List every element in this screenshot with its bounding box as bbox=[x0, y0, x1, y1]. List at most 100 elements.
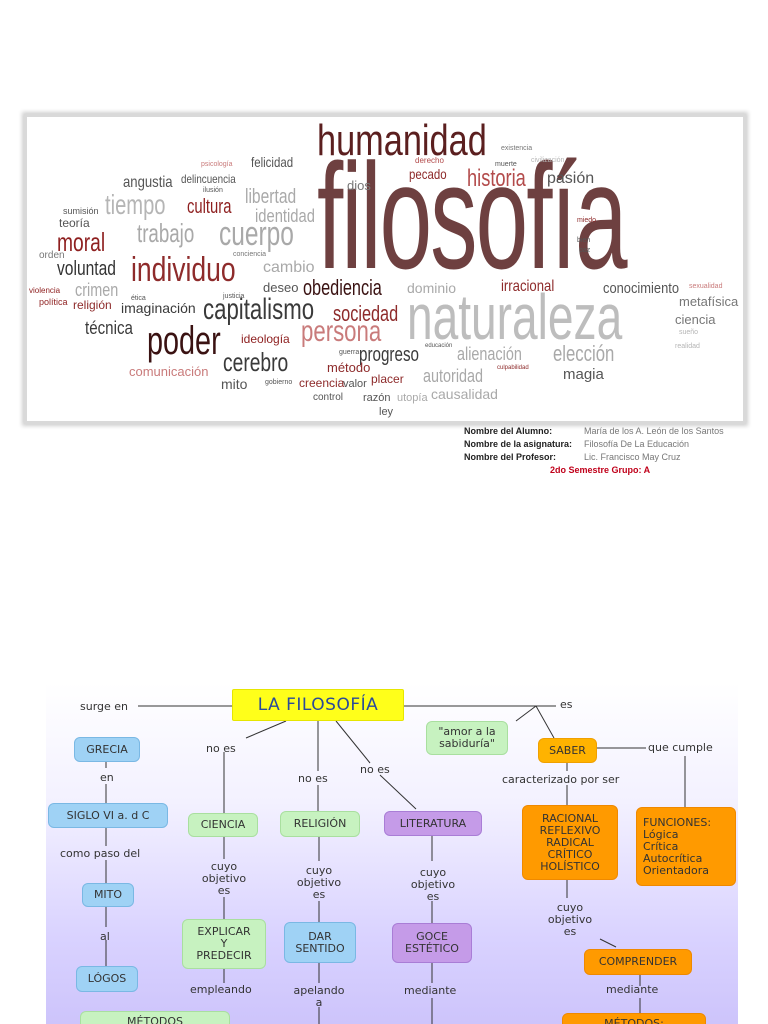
cloud-word: humanidad bbox=[317, 116, 487, 165]
node-grecia: GRECIA bbox=[74, 737, 140, 762]
label-es: es bbox=[560, 698, 573, 711]
cloud-word: metafísica bbox=[679, 294, 739, 309]
cloud-word: cuerpo bbox=[219, 215, 294, 253]
label-surge-en: surge en bbox=[80, 700, 129, 713]
cloud-word: utopía bbox=[397, 392, 428, 404]
cloud-word: cultura bbox=[187, 196, 232, 218]
cloud-word: progreso bbox=[359, 344, 419, 366]
node-mito: MITO bbox=[82, 883, 134, 907]
cloud-word: delincuencia bbox=[181, 172, 236, 186]
connector-lines bbox=[105, 705, 686, 1024]
cloud-word: angustia bbox=[123, 174, 173, 191]
student-label: Nombre del Alumno: bbox=[464, 426, 553, 436]
word-cloud-image: filosofía humanidad naturaleza individuo… bbox=[24, 114, 746, 424]
cloud-word: crimen bbox=[75, 280, 119, 300]
cloud-word: política bbox=[39, 297, 68, 307]
cloud-word: obediencia bbox=[303, 275, 382, 300]
cloud-word: ilusión bbox=[203, 187, 223, 194]
cloud-word: alienación bbox=[457, 344, 522, 364]
cloud-word: educación bbox=[425, 343, 453, 349]
label-al: al bbox=[100, 930, 110, 943]
cloud-word: pecado bbox=[409, 166, 447, 182]
cloud-word: dios bbox=[347, 178, 371, 193]
label-no-es-2: no es bbox=[298, 772, 328, 785]
cloud-word: magia bbox=[563, 366, 604, 383]
cloud-word: cambio bbox=[263, 259, 315, 276]
node-metodos-left: MÉTODOS bbox=[80, 1011, 230, 1024]
cloud-word: gobierno bbox=[265, 379, 293, 386]
cloud-word: sueño bbox=[679, 329, 699, 336]
label-mediante-1: mediante bbox=[404, 984, 457, 997]
cloud-word: violencia bbox=[29, 286, 61, 295]
cloud-word: paz bbox=[579, 247, 591, 254]
cloud-word: método bbox=[327, 360, 371, 375]
cloud-word: ética bbox=[131, 295, 146, 302]
cloud-word: deseo bbox=[263, 280, 299, 295]
cloud-word: conocimiento bbox=[603, 280, 680, 297]
node-caracteristicas: RACIONAL REFLEXIVO RADICAL CRÍTICO HOLÍS… bbox=[522, 805, 618, 880]
label-no-es-1: no es bbox=[206, 742, 236, 755]
cloud-word: individuo bbox=[131, 251, 236, 289]
cloud-word: dominio bbox=[407, 280, 457, 296]
cloud-word: justicia bbox=[223, 293, 245, 300]
cloud-word: historia bbox=[467, 165, 526, 192]
cloud-word: valor bbox=[343, 378, 367, 390]
cloud-word: filosofía bbox=[317, 132, 628, 300]
label-cuyo-objetivo-2: cuyo objetivo es bbox=[296, 864, 342, 901]
node-metodos-right: MÉTODOS: bbox=[562, 1013, 706, 1024]
cloud-word: persona bbox=[301, 315, 382, 348]
cloud-word: elección bbox=[553, 341, 615, 366]
teacher-value: Lic. Francisco May Cruz bbox=[584, 452, 681, 462]
label-mediante-2: mediante bbox=[606, 983, 659, 996]
cloud-word: imaginación bbox=[121, 300, 196, 316]
cloud-word: capitalismo bbox=[203, 293, 315, 326]
label-cuyo-objetivo-3: cuyo objetivo es bbox=[410, 866, 456, 903]
node-ciencia: CIENCIA bbox=[188, 813, 258, 837]
cloud-word: moral bbox=[57, 227, 106, 257]
cloud-word: creencia bbox=[299, 376, 345, 390]
cloud-word: causalidad bbox=[431, 386, 498, 402]
node-dar-sentido: DAR SENTIDO bbox=[284, 922, 356, 963]
cloud-word: irracional bbox=[501, 278, 555, 295]
cloud-word: poder bbox=[147, 319, 221, 363]
cloud-word: muerte bbox=[495, 161, 517, 168]
cloud-word: ley bbox=[379, 406, 394, 418]
student-value: María de los A. León de los Santos bbox=[584, 426, 724, 436]
cloud-word: orden bbox=[39, 250, 65, 261]
cloud-word: culpabilidad bbox=[497, 365, 529, 371]
label-cuyo-objetivo-1: cuyo objetivo es bbox=[201, 860, 247, 897]
cloud-word: sumisión bbox=[63, 206, 99, 216]
cloud-word: psicología bbox=[201, 161, 233, 168]
node-logos: LÓGOS bbox=[76, 966, 138, 992]
teacher-label: Nombre del Profesor: bbox=[464, 452, 557, 462]
cloud-word: mito bbox=[221, 376, 248, 392]
concept-map: LA FILOSOFÍA surge en GRECIA en SIGLO VI… bbox=[46, 683, 738, 1024]
cloud-word: ideología bbox=[241, 332, 290, 346]
label-como-paso: como paso del bbox=[60, 847, 141, 860]
cloud-word: identidad bbox=[255, 206, 315, 226]
cloud-word: control bbox=[313, 392, 344, 403]
cloud-word: teoría bbox=[59, 216, 90, 230]
cloud-word: libertad bbox=[245, 186, 297, 208]
node-comprender: COMPRENDER bbox=[584, 949, 692, 975]
label-caracterizado: caracterizado por ser bbox=[502, 773, 620, 786]
cloud-word: voluntad bbox=[57, 258, 116, 280]
cloud-word: religión bbox=[73, 298, 112, 312]
cloud-word: conciencia bbox=[233, 251, 267, 258]
label-apelando: apelando a bbox=[293, 984, 345, 1009]
cloud-word: derecho bbox=[415, 156, 444, 165]
node-siglo: SIGLO VI a. d C bbox=[48, 803, 168, 828]
node-funciones: FUNCIONES: Lógica Crítica Autocrítica Or… bbox=[636, 807, 736, 886]
cloud-word: cerebro bbox=[223, 347, 289, 377]
map-title: LA FILOSOFÍA bbox=[232, 689, 404, 721]
cloud-word: tiempo bbox=[105, 189, 166, 220]
cloud-word: sociedad bbox=[333, 301, 399, 326]
label-empleando: empleando bbox=[190, 983, 252, 996]
cloud-word: pasión bbox=[547, 170, 595, 187]
cloud-word: sexualidad bbox=[689, 283, 723, 290]
label-en: en bbox=[100, 771, 114, 784]
cloud-word: comunicación bbox=[129, 364, 209, 379]
label-que-cumple: que cumple bbox=[648, 741, 713, 754]
cloud-word: placer bbox=[371, 372, 404, 386]
cloud-word: felicidad bbox=[251, 154, 294, 170]
